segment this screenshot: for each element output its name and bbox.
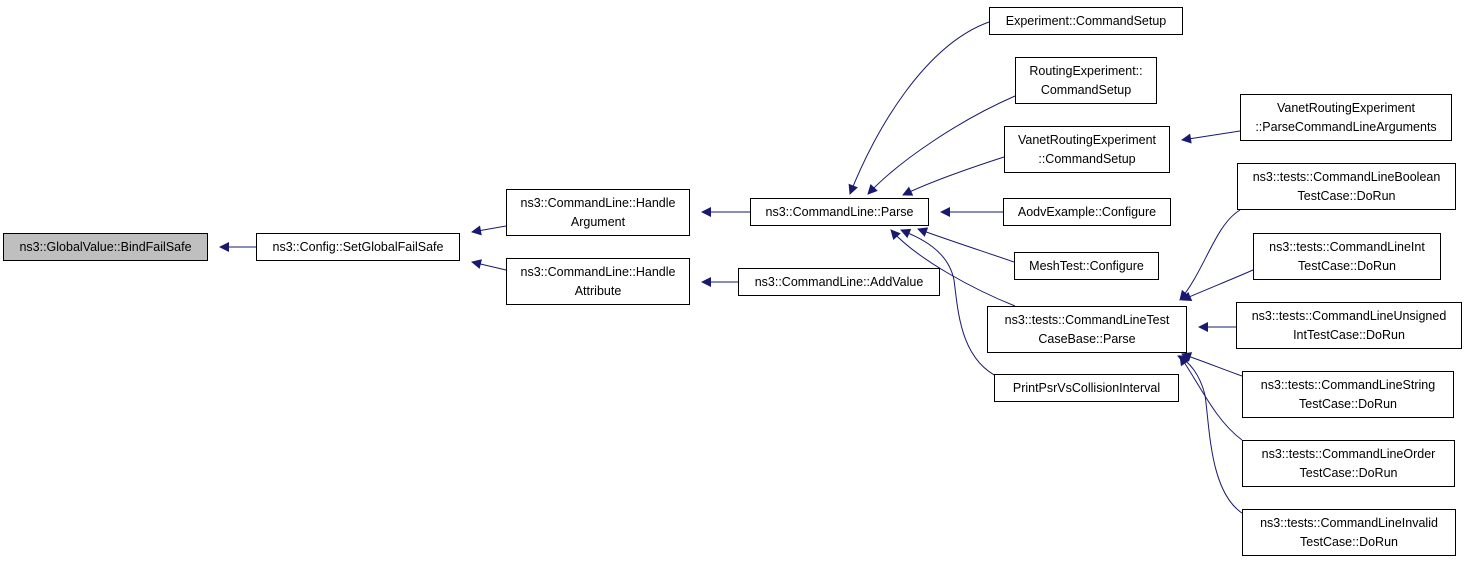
node-label-line: ns3::CommandLine::Handle bbox=[520, 264, 676, 279]
node-label-line: CaseBase::Parse bbox=[1038, 331, 1136, 346]
edge-boolean-dorun-to-testcasebase-parse bbox=[1179, 209, 1241, 301]
edge-testcasebase-parse-to-parse bbox=[890, 229, 1016, 307]
node-label-line: ::ParseCommandLineArguments bbox=[1255, 119, 1437, 134]
node-label-line: ns3::tests::CommandLineInt bbox=[1269, 239, 1425, 254]
node-label-line: TestCase::DoRun bbox=[1298, 258, 1396, 273]
node-label-line: Attribute bbox=[574, 283, 622, 298]
node-addvalue[interactable]: ns3::CommandLine::AddValue bbox=[738, 268, 940, 296]
node-label-line: TestCase::DoRun bbox=[1300, 534, 1398, 549]
node-label-line: ns3::tests::CommandLineOrder bbox=[1261, 446, 1436, 461]
node-vanet-commandsetup[interactable]: VanetRoutingExperiment::CommandSetup bbox=[1004, 126, 1170, 173]
edge-vanet-parseargs-to-vanet-commandsetup bbox=[1181, 130, 1241, 144]
node-bindfailsafe: ns3::GlobalValue::BindFailSafe bbox=[3, 233, 208, 261]
node-label-line: ns3::CommandLine::Parse bbox=[765, 204, 914, 219]
node-meshtest-configure[interactable]: MeshTest::Configure bbox=[1014, 252, 1159, 280]
edge-int-dorun-to-testcasebase-parse bbox=[1181, 269, 1254, 301]
node-label-line: PrintPsrVsCollisionInterval bbox=[1012, 380, 1161, 395]
node-aodv-configure[interactable]: AodvExample::Configure bbox=[1003, 198, 1171, 226]
node-label-line: TestCase::DoRun bbox=[1297, 188, 1396, 203]
edge-printpsr-to-parse bbox=[900, 228, 1001, 379]
node-setglobalfailsafe[interactable]: ns3::Config::SetGlobalFailSafe bbox=[256, 233, 460, 261]
node-printpsr[interactable]: PrintPsrVsCollisionInterval bbox=[994, 374, 1179, 402]
edge-handleattribute-to-setglobalfailsafe bbox=[471, 259, 507, 271]
node-label-line: ns3::GlobalValue::BindFailSafe bbox=[19, 239, 192, 254]
node-label-line: VanetRoutingExperiment bbox=[1276, 100, 1416, 115]
node-label-line: ::CommandSetup bbox=[1038, 151, 1136, 166]
edge-vanet-commandsetup-to-parse bbox=[902, 156, 1005, 196]
edge-meshtest-configure-to-parse bbox=[917, 227, 1015, 263]
node-label-line: MeshTest::Configure bbox=[1029, 258, 1144, 273]
node-label-line: VanetRoutingExperiment bbox=[1017, 132, 1157, 147]
node-label-line: AodvExample::Configure bbox=[1017, 204, 1157, 219]
node-label-line: CommandSetup bbox=[1040, 82, 1132, 97]
node-label-line: ns3::CommandLine::AddValue bbox=[754, 274, 924, 289]
edge-handleargument-to-setglobalfailsafe bbox=[471, 225, 507, 236]
node-routingexperiment-commandsetup[interactable]: RoutingExperiment::CommandSetup bbox=[1015, 57, 1157, 104]
node-vanet-parseargs[interactable]: VanetRoutingExperiment::ParseCommandLine… bbox=[1240, 94, 1452, 141]
edge-experiment-commandsetup-to-parse bbox=[848, 21, 990, 195]
node-label-line: Experiment::CommandSetup bbox=[1005, 13, 1167, 28]
node-label-line: TestCase::DoRun bbox=[1299, 465, 1398, 480]
node-label-line: TestCase::DoRun bbox=[1299, 396, 1397, 411]
node-experiment-commandsetup[interactable]: Experiment::CommandSetup bbox=[989, 7, 1183, 35]
node-label-line: ns3::CommandLine::Handle bbox=[520, 195, 676, 210]
node-label-line: ns3::tests::CommandLineString bbox=[1260, 377, 1436, 392]
node-label-line: Argument bbox=[570, 214, 626, 229]
edge-order-dorun-to-testcasebase-parse bbox=[1179, 355, 1243, 441]
node-label-line: IntTestCase::DoRun bbox=[1293, 327, 1405, 342]
node-label-line: ns3::Config::SetGlobalFailSafe bbox=[272, 239, 444, 254]
node-label-line: ns3::tests::CommandLineTest bbox=[1004, 312, 1170, 327]
node-parse[interactable]: ns3::CommandLine::Parse bbox=[750, 198, 929, 226]
node-label-line: RoutingExperiment:: bbox=[1029, 63, 1143, 78]
node-label-line: ns3::tests::CommandLineUnsigned bbox=[1251, 308, 1447, 323]
edge-invalid-dorun-to-testcasebase-parse bbox=[1177, 355, 1246, 516]
node-label-line: ns3::tests::CommandLineInvalid bbox=[1260, 515, 1438, 530]
node-label-line: ns3::tests::CommandLineBoolean bbox=[1252, 169, 1441, 184]
edge-routingexperiment-commandsetup-to-parse bbox=[867, 95, 1016, 195]
